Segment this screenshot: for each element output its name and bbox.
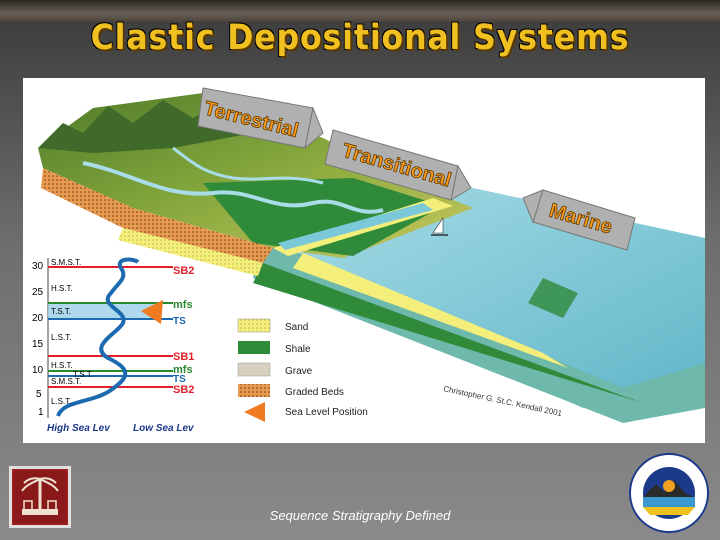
shale-wedge [253, 263, 643, 403]
lagoon [278, 203, 433, 250]
legend-swatch-shale [238, 341, 270, 354]
tract-label: H.S.T. [51, 361, 73, 370]
university-emblem-logo [9, 466, 71, 528]
coastal-plain [203, 178, 443, 256]
tick-label: 15 [32, 339, 44, 350]
legend-label: Sea Level Position [285, 407, 368, 418]
sand-wedge [293, 253, 568, 368]
sailboat-icon [432, 217, 444, 234]
legend-swatch-sea-level-icon [244, 402, 265, 422]
seal-icon [629, 453, 709, 533]
submarine-fan [528, 278, 578, 318]
legend-label: Graded Beds [285, 387, 344, 398]
low-sea-level-label: Low Sea Lev [133, 423, 195, 434]
sequence-column: 30 25 20 15 10 5 1 S.M.S.T. [32, 257, 195, 434]
block-diagram: Terrestrial Transitional Marine 30 25 20… [32, 87, 705, 434]
tick-label: 20 [32, 313, 44, 324]
terrestrial-arrow: Terrestrial [197, 87, 324, 150]
legend-swatch-gravel [237, 362, 271, 377]
surface-label-mfs: mfs [173, 364, 193, 376]
surface-label-sb1: SB1 [173, 351, 194, 363]
land-front-face [41, 168, 273, 263]
legend-label: Shale [285, 344, 311, 355]
tick-label: 25 [32, 287, 44, 298]
surface-label-ts: TS [173, 374, 186, 385]
department-seal-logo [628, 452, 710, 534]
land-front-sand [118, 228, 263, 276]
high-sea-level-label: High Sea Lev [47, 423, 111, 434]
tst-band [48, 302, 158, 319]
river-tributary [172, 146, 324, 185]
surface-label-ts: TS [173, 316, 186, 327]
tract-label: T.S.T. [51, 307, 71, 316]
mountains [38, 100, 253, 153]
tract-label: T.S.T. [73, 370, 93, 379]
tick-label: 30 [32, 261, 44, 272]
legend-swatch-sand [237, 318, 271, 333]
tract-label: H.S.T. [51, 284, 73, 293]
tick-label: 1 [38, 407, 44, 418]
surface-label-sb2: SB2 [173, 265, 194, 277]
diagram-panel: Terrestrial Transitional Marine 30 25 20… [23, 78, 705, 443]
surface-label-mfs: mfs [173, 299, 193, 311]
top-banner [0, 0, 720, 22]
slide-footer: Sequence Stratigraphy Defined [269, 508, 451, 523]
legend-label: Sand [285, 322, 308, 333]
tick-label: 5 [36, 389, 42, 400]
tract-label: L.S.T. [51, 397, 71, 406]
tract-label: L.S.T. [51, 333, 71, 342]
tract-label: S.M.S.T. [51, 258, 81, 267]
sea-level-curve [56, 257, 140, 417]
legend-label: Grave [285, 366, 313, 377]
tract-label: S.M.S.T. [51, 377, 81, 386]
tick-label: 10 [32, 365, 44, 376]
sea-level-position-icon [141, 300, 163, 324]
river [82, 161, 384, 214]
legend: Sand Shale Grave Graded Beds Sea Level P… [237, 318, 368, 422]
palmetto-icon [14, 471, 66, 523]
surface-label-sb2: SB2 [173, 384, 194, 396]
legend-swatch-graded-beds [238, 384, 270, 397]
slide-title: Clastic Depositional Systems [90, 18, 630, 58]
